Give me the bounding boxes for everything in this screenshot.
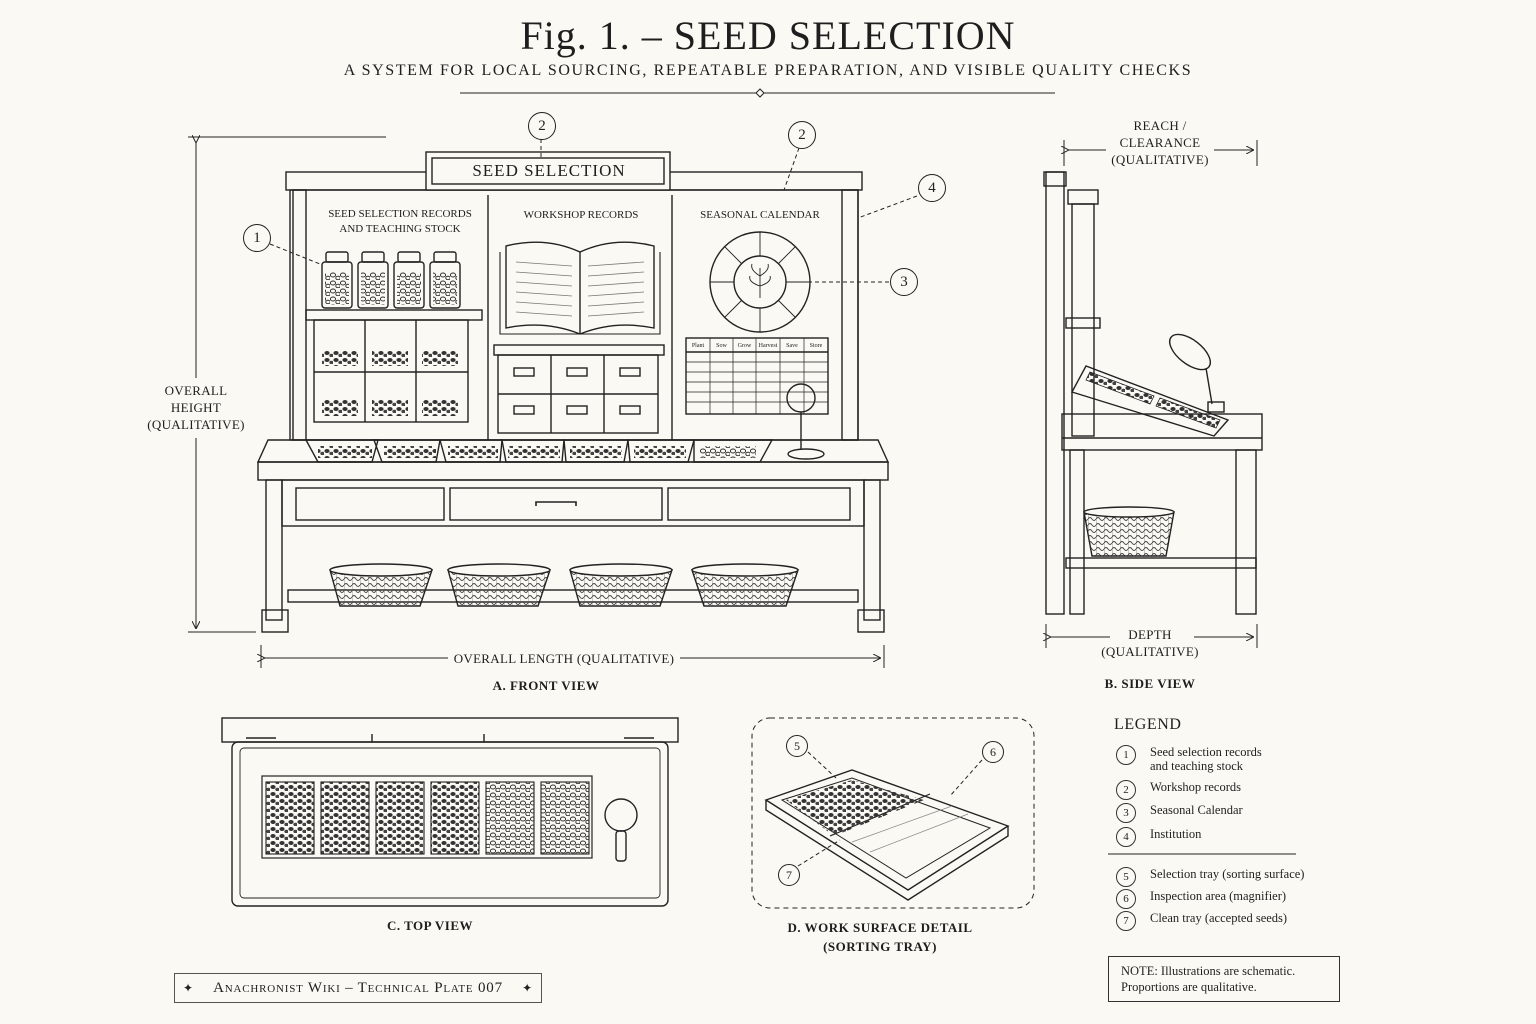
figure-title: Fig. 1. – SEED SELECTION bbox=[520, 13, 1016, 58]
legend-number: 1 bbox=[1116, 745, 1136, 765]
legend-title: LEGEND bbox=[1114, 716, 1182, 733]
front-view-caption: A. FRONT VIEW bbox=[492, 678, 600, 693]
callout-5: 5 bbox=[786, 735, 808, 757]
calendar-header-cell: Harvest bbox=[758, 343, 778, 349]
side-view-caption: B. SIDE VIEW bbox=[1104, 676, 1196, 691]
length-dimension-label: OVERALL LENGTH (QUALITATIVE) bbox=[453, 651, 675, 666]
calendar-header-cell: Save bbox=[786, 343, 798, 349]
legend-number: 2 bbox=[1116, 780, 1136, 800]
callout-7: 7 bbox=[778, 864, 800, 886]
detail-caption: D. WORK SURFACE DETAIL (SORTING TRAY) bbox=[787, 920, 973, 954]
height-dimension-label: OVERALL HEIGHT (QUALITATIVE) bbox=[147, 383, 245, 432]
sign-label: SEED SELECTION bbox=[472, 161, 626, 180]
reach-dimension-label: REACH / CLEARANCE (QUALITATIVE) bbox=[1111, 118, 1209, 167]
plate-label: ✦ Anachronist Wiki – Technical Plate 007… bbox=[174, 973, 542, 1003]
legend-label: Seasonal Calendar bbox=[1150, 803, 1243, 817]
calendar-header-cell: Plant bbox=[691, 343, 705, 349]
side-view-drawing bbox=[1043, 171, 1263, 615]
panel-right-label: SEASONAL CALENDAR bbox=[700, 209, 820, 221]
calendar-header-cell: Grow bbox=[737, 343, 752, 349]
callout-4: 4 bbox=[918, 174, 946, 202]
front-view-drawing bbox=[256, 151, 890, 633]
panel-left-label: SEED SELECTION RECORDS AND TEACHING STOC… bbox=[328, 208, 472, 235]
legend-label: Clean tray (accepted seeds) bbox=[1150, 911, 1288, 925]
legend-number: 3 bbox=[1116, 803, 1136, 823]
legend-label: Workshop records bbox=[1150, 780, 1241, 794]
callout-1: 1 bbox=[243, 224, 271, 252]
top-view-drawing bbox=[221, 717, 679, 907]
callout-2-sign: 2 bbox=[528, 112, 556, 140]
figure-subtitle: A SYSTEM FOR LOCAL SOURCING, REPEATABLE … bbox=[343, 62, 1193, 79]
legend-label: Selection tray (sorting surface) bbox=[1150, 867, 1305, 881]
calendar-header: Plant Sow Grow Harvest Save Store bbox=[686, 340, 828, 352]
plate-label-text: Anachronist Wiki – Technical Plate 007 bbox=[213, 980, 503, 996]
note-box: NOTE: Illustrations are schematic. Propo… bbox=[1108, 956, 1340, 1002]
legend-label: Institution bbox=[1150, 827, 1202, 841]
legend-number: 6 bbox=[1116, 889, 1136, 909]
calendar-header-cell: Sow bbox=[716, 343, 727, 349]
depth-dimension-label: DEPTH (QUALITATIVE) bbox=[1101, 627, 1199, 659]
legend-label: Inspection area (magnifier) bbox=[1150, 889, 1287, 903]
legend-label: Seed selection records and teaching stoc… bbox=[1150, 745, 1262, 773]
callout-3: 3 bbox=[890, 268, 918, 296]
ornament-left-icon: ✦ bbox=[183, 981, 194, 995]
callout-2-records: 2 bbox=[788, 121, 816, 149]
legend-number: 4 bbox=[1116, 827, 1136, 847]
legend-number: 7 bbox=[1116, 911, 1136, 931]
sorting-tray-drawing bbox=[764, 769, 1010, 901]
panel-mid-label: WORKSHOP RECORDS bbox=[523, 209, 639, 221]
legend-number: 5 bbox=[1116, 867, 1136, 887]
note-text: NOTE: Illustrations are schematic. Propo… bbox=[1121, 964, 1296, 994]
callout-6: 6 bbox=[982, 741, 1004, 763]
ornament-right-icon: ✦ bbox=[522, 981, 533, 995]
top-view-caption: C. TOP VIEW bbox=[386, 918, 474, 933]
calendar-header-cell: Store bbox=[809, 343, 823, 349]
